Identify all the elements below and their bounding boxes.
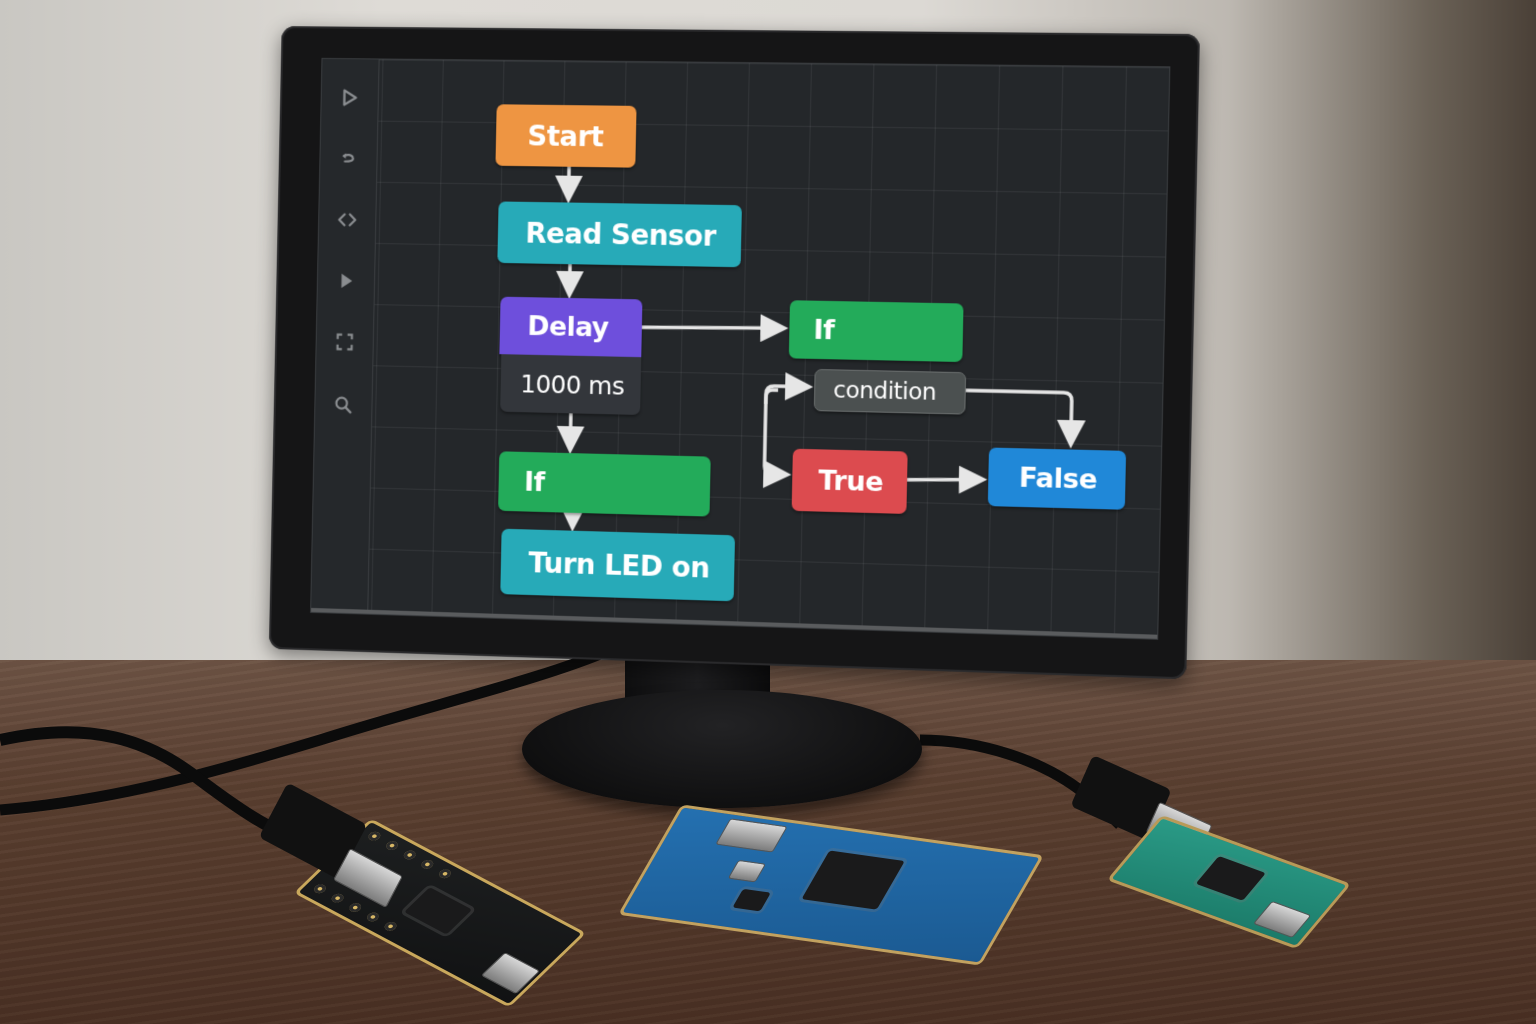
node-condition-label: condition — [833, 377, 937, 406]
pin — [419, 858, 436, 871]
undo-icon[interactable] — [328, 138, 370, 180]
play-filled-icon[interactable] — [325, 260, 367, 302]
micro-usb-port — [715, 818, 788, 853]
search-icon[interactable] — [323, 384, 365, 426]
arrow-read-to-delay — [569, 264, 570, 292]
crystal-oscillator — [727, 859, 767, 883]
node-false[interactable]: False — [987, 447, 1127, 510]
arrow-delay-to-if-left — [570, 413, 571, 447]
arrow-loop-to-true — [764, 390, 786, 475]
node-delay-value[interactable]: 1000 ms — [500, 354, 642, 415]
pin — [401, 848, 418, 861]
node-turn-led-on[interactable]: Turn LED on — [500, 528, 736, 602]
arrow-loop-to-condition — [766, 386, 806, 405]
pin — [364, 910, 382, 923]
pin — [329, 892, 346, 905]
play-outline-icon[interactable] — [329, 77, 371, 119]
node-delay[interactable]: Delay — [499, 296, 643, 358]
pin — [366, 830, 383, 843]
node-start[interactable]: Start — [495, 104, 637, 168]
pin — [382, 920, 399, 933]
code-icon[interactable] — [326, 199, 368, 241]
node-delay-value-text: 1000 ms — [520, 368, 625, 401]
pin — [347, 901, 364, 914]
node-read-sensor-label: Read Sensor — [525, 216, 717, 253]
pin — [436, 867, 454, 880]
fit-screen-icon[interactable] — [324, 321, 366, 363]
pin — [311, 882, 329, 895]
arrow-delay-to-if — [642, 325, 782, 330]
monitor: Start Read Sensor Delay 1000 ms If condi… — [269, 26, 1200, 679]
monitor-stand-base — [522, 690, 922, 808]
arrow-true-to-false — [907, 478, 980, 482]
node-true-label: True — [818, 464, 884, 498]
node-condition[interactable]: condition — [813, 368, 967, 415]
node-if-left-label: If — [523, 466, 545, 498]
node-true[interactable]: True — [791, 448, 908, 514]
arrow-condition-to-false — [965, 390, 1072, 441]
cable-left-behind — [0, 644, 613, 816]
node-start-label: Start — [527, 119, 604, 153]
node-if-right[interactable]: If — [788, 300, 964, 363]
node-read-sensor[interactable]: Read Sensor — [497, 201, 742, 268]
flow-connections — [311, 59, 1169, 639]
node-false-label: False — [1018, 461, 1098, 496]
editor-toolbar — [311, 58, 380, 614]
node-if-right-label: If — [813, 314, 835, 346]
flow-editor-screen: Start Read Sensor Delay 1000 ms If condi… — [310, 58, 1170, 640]
node-delay-label: Delay — [527, 310, 609, 344]
pin — [383, 839, 401, 852]
node-if-left[interactable]: If — [498, 451, 711, 517]
micro-usb-port — [1252, 900, 1312, 939]
board-chip — [801, 850, 905, 910]
arrow-start-to-read — [568, 167, 569, 197]
board-component — [732, 888, 771, 912]
board-chip — [404, 887, 473, 935]
board-chip — [1195, 855, 1266, 901]
node-turn-led-on-label: Turn LED on — [528, 545, 710, 585]
